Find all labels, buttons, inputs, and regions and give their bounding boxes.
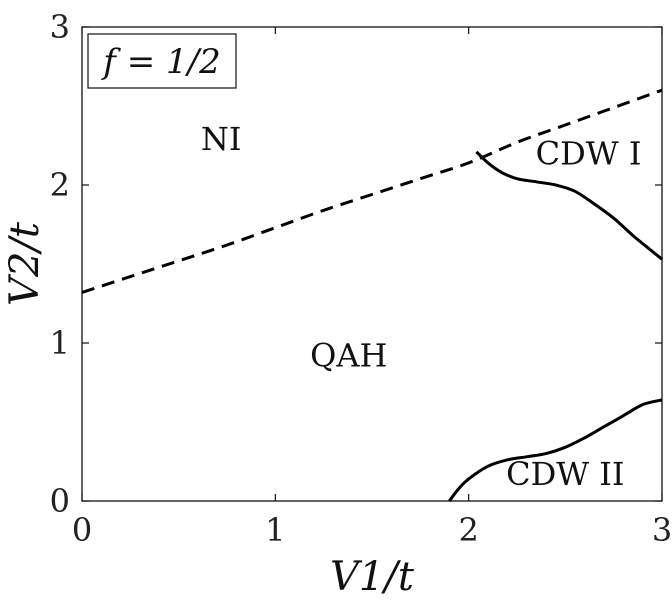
y-tick-labels: 0 1 2 3 — [50, 8, 70, 520]
x-axis-label: V1/t — [330, 554, 415, 600]
x-tick-labels: 0 1 2 3 — [72, 511, 672, 549]
y-axis-label: V2/t — [2, 221, 48, 306]
y-tick-label: 0 — [50, 482, 70, 520]
region-label: NI — [201, 120, 242, 158]
y-tick-label: 1 — [50, 324, 70, 362]
annotation-frame — [87, 33, 237, 89]
axis-ticks — [81, 26, 663, 502]
x-tick-label: 1 — [265, 511, 285, 549]
region-labels: NI QAH CDW I CDW II — [201, 120, 642, 493]
y-tick-label: 3 — [50, 8, 70, 46]
x-tick-label: 2 — [458, 511, 478, 549]
phase-boundary-2 — [475, 150, 663, 261]
region-label: CDW II — [506, 455, 624, 493]
x-tick-label: 3 — [652, 511, 672, 549]
x-tick-label: 0 — [72, 511, 92, 549]
region-label: CDW I — [536, 134, 642, 172]
series-layer — [81, 88, 663, 502]
legend-box: f = 1/2 — [87, 33, 237, 89]
phase-boundary-3 — [448, 398, 663, 502]
y-tick-label: 2 — [50, 166, 70, 204]
phase-boundary-1 — [81, 88, 663, 294]
annotation-text: f = 1/2 — [100, 42, 220, 82]
plot-area — [81, 26, 663, 502]
region-label: QAH — [310, 337, 387, 375]
